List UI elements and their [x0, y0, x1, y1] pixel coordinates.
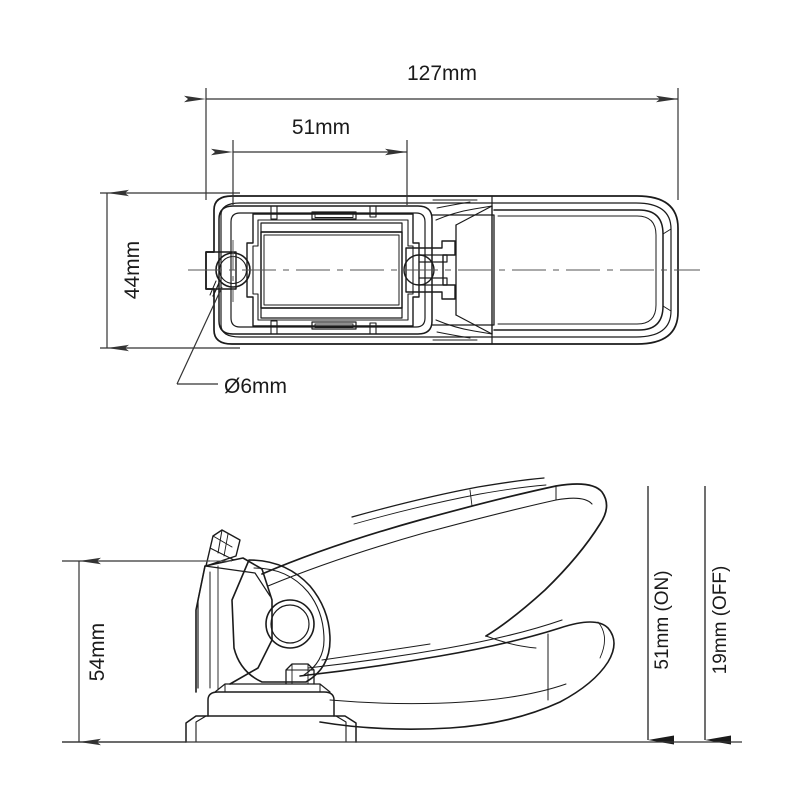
dimension-label-54mm: 54mm [86, 623, 109, 681]
dimension-overall-length: 127mm [184, 62, 679, 200]
dimension-label-127mm: 127mm [407, 62, 477, 85]
dimension-handle-height-off: 19mm (OFF) [704, 486, 731, 745]
dimension-base-width: 51mm [211, 116, 408, 205]
dimension-overall-width: 44mm [100, 189, 240, 352]
dimension-label-44mm: 44mm [121, 241, 144, 299]
dimension-handle-height-on: 51mm (ON) [647, 486, 674, 745]
dimension-hole-diameter: Ø6mm [176, 286, 287, 398]
dimension-label-diameter-6mm: Ø6mm [224, 375, 287, 398]
side-view-geometry [185, 477, 615, 743]
dimension-label-19mm-off: 19mm (OFF) [710, 566, 731, 675]
dimension-label-51mm-on: 51mm (ON) [652, 570, 673, 669]
dimension-label-51mm: 51mm [292, 116, 350, 139]
